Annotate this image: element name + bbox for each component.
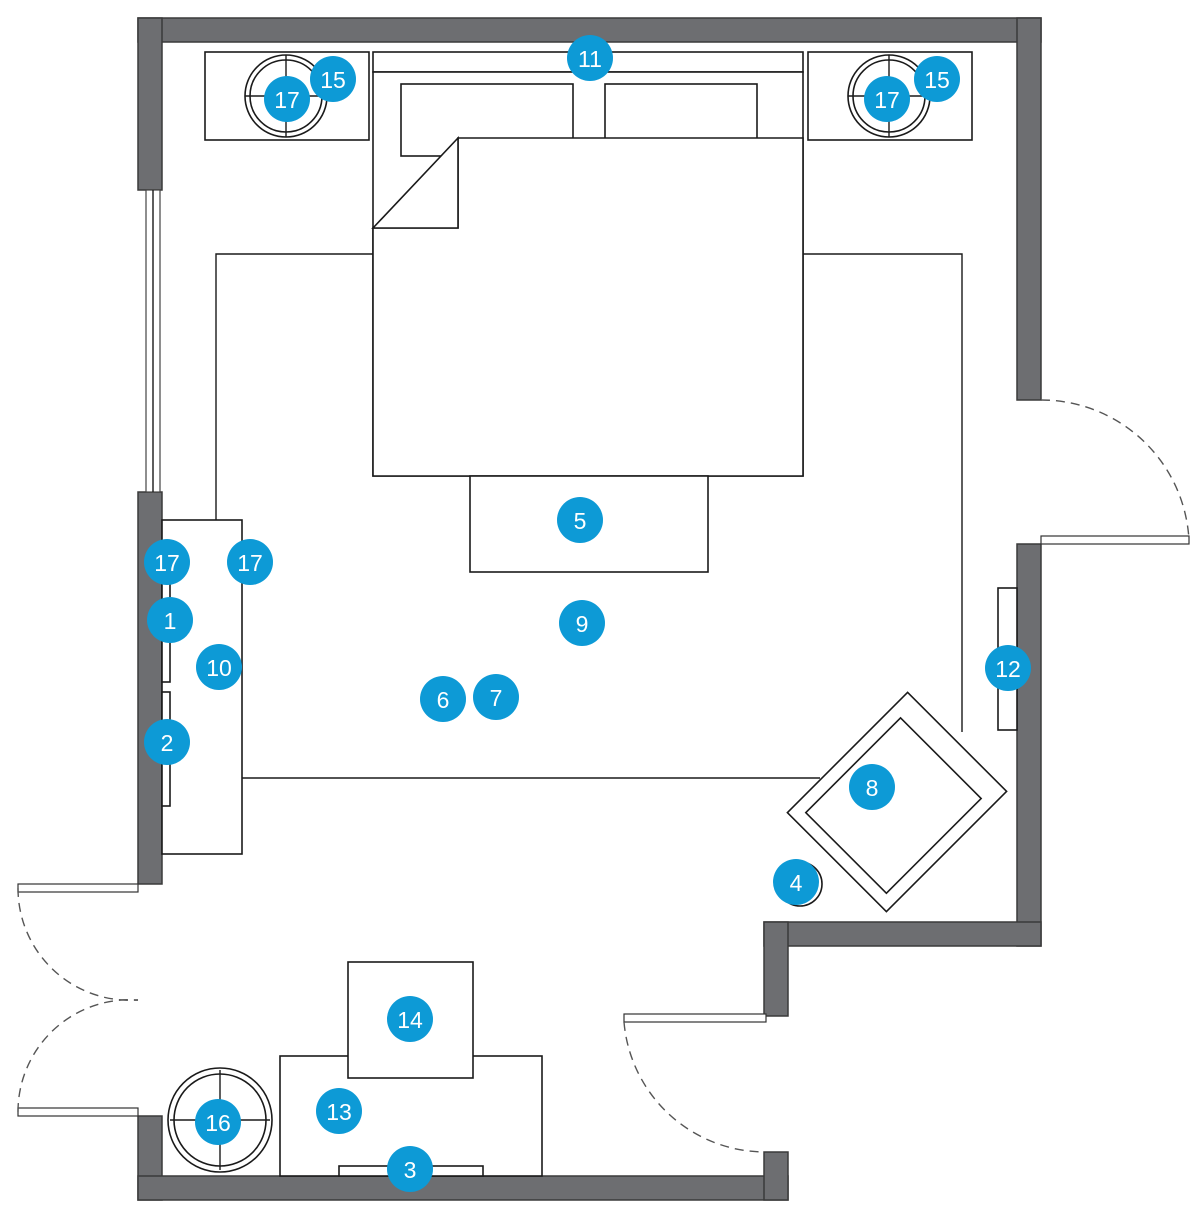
- door-swing-right: [1040, 399, 1190, 541]
- marker-label: 6: [437, 687, 450, 713]
- door-swing-left-bottom: [17, 999, 139, 1113]
- marker-10: 10: [196, 644, 242, 690]
- marker-label: 17: [274, 87, 300, 113]
- marker-17: 17: [264, 76, 310, 122]
- marker-label: 4: [790, 870, 803, 896]
- marker-badge: [557, 497, 603, 543]
- marker-label: 17: [154, 550, 180, 576]
- marker-label: 11: [578, 46, 602, 72]
- marker-badge: [144, 539, 190, 585]
- marker-label: 14: [397, 1007, 423, 1033]
- marker-17: 17: [227, 539, 273, 585]
- marker-17: 17: [864, 76, 910, 122]
- marker-label: 15: [924, 67, 950, 93]
- marker-label: 2: [161, 730, 174, 756]
- marker-8: 8: [849, 764, 895, 810]
- marker-9: 9: [559, 600, 605, 646]
- marker-badge: [387, 1146, 433, 1192]
- marker-2: 2: [144, 719, 190, 765]
- wall-right-upper: [1016, 17, 1042, 401]
- marker-4: 4: [773, 859, 819, 905]
- marker-badge: [849, 764, 895, 810]
- marker-label: 3: [404, 1157, 417, 1183]
- marker-badge: [473, 674, 519, 720]
- door-swing-left-top: [17, 887, 139, 1001]
- marker-badge: [914, 56, 960, 102]
- marker-label: 10: [206, 655, 232, 681]
- door-bottom[interactable]: [623, 1013, 767, 1153]
- marker-badge: [985, 645, 1031, 691]
- marker-label: 1: [164, 608, 177, 634]
- marker-6: 6: [420, 676, 466, 722]
- marker-7: 7: [473, 674, 519, 720]
- marker-15: 15: [310, 56, 356, 102]
- door-leaf-bottom: [623, 1013, 767, 1023]
- marker-label: 7: [490, 685, 503, 711]
- door-left-double[interactable]: [17, 883, 139, 1117]
- marker-badge: [864, 76, 910, 122]
- armchair-seat: [804, 716, 983, 895]
- wall-right-lower: [1016, 543, 1042, 947]
- marker-badge: [195, 1099, 241, 1145]
- marker-12: 12: [985, 645, 1031, 691]
- marker-badge: [227, 539, 273, 585]
- marker-17: 17: [144, 539, 190, 585]
- marker-label: 12: [995, 656, 1021, 682]
- marker-label: 16: [205, 1110, 231, 1136]
- marker-badge: [264, 76, 310, 122]
- marker-label: 13: [326, 1099, 352, 1125]
- marker-11: 11: [567, 35, 613, 81]
- marker-16: 16: [195, 1099, 241, 1145]
- marker-badge: [773, 859, 819, 905]
- wall-left-upper: [137, 17, 163, 191]
- marker-label: 8: [866, 775, 879, 801]
- marker-badge: [559, 600, 605, 646]
- door-leaf-left-bottom: [17, 1107, 139, 1117]
- marker-label: 17: [874, 87, 900, 113]
- door-swing-bottom: [623, 1021, 765, 1153]
- wall-step-horizontal: [763, 921, 1042, 947]
- marker-badge: [420, 676, 466, 722]
- marker-badge: [316, 1088, 362, 1134]
- marker-badge: [387, 996, 433, 1042]
- marker-label: 15: [320, 67, 346, 93]
- marker-badge: [310, 56, 356, 102]
- marker-badge: [196, 644, 242, 690]
- marker-badge: [567, 35, 613, 81]
- bed: [371, 71, 804, 477]
- door-right[interactable]: [1040, 399, 1190, 545]
- armchair: [786, 691, 1008, 913]
- marker-1: 1: [147, 597, 193, 643]
- marker-label: 5: [574, 508, 587, 534]
- marker-badge: [147, 597, 193, 643]
- duvet-fold: [371, 135, 459, 229]
- door-leaf-right: [1040, 535, 1190, 545]
- legend-markers: 11 15 17 15 17 5 17 17 1 10 9 6 7 2 12 8 4 14 13 16 3: [144, 35, 1031, 1192]
- marker-15: 15: [914, 56, 960, 102]
- door-leaf-left-top: [17, 883, 139, 893]
- wall-step-vertical: [763, 921, 789, 1017]
- marker-3: 3: [387, 1146, 433, 1192]
- marker-badge: [144, 719, 190, 765]
- marker-label: 9: [576, 611, 589, 637]
- marker-14: 14: [387, 996, 433, 1042]
- marker-5: 5: [557, 497, 603, 543]
- window: [145, 189, 161, 493]
- wall-bottom: [137, 1175, 789, 1201]
- wall-bottom-right-stub: [763, 1151, 789, 1201]
- marker-label: 17: [237, 550, 263, 576]
- marker-13: 13: [316, 1088, 362, 1134]
